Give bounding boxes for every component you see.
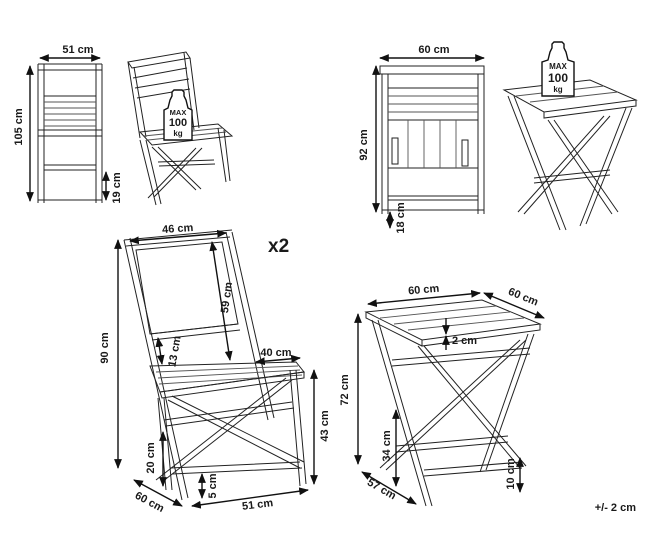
- chair-back-width-label: 46 cm: [162, 222, 194, 236]
- sketch-chair-width-dim: 51 cm: [39, 44, 101, 62]
- chair-back-height-dim: 59 cm: [209, 241, 235, 361]
- chair-total-height-label: 90 cm: [99, 332, 111, 363]
- sketch-chair-gap-label: 19 cm: [111, 172, 123, 203]
- sketch-chair-front: [37, 63, 103, 203]
- table-brace-height-dim: 34 cm: [381, 409, 400, 487]
- sketch-chair-gap-dim: 19 cm: [102, 171, 123, 204]
- weight-badge-table-line1: MAX: [549, 62, 567, 71]
- chair-rail-height-dim: 20 cm: [145, 431, 167, 487]
- chair-seat-depth-label: 40 cm: [260, 347, 291, 359]
- table-total-height-label: 72 cm: [339, 374, 351, 405]
- weight-badge-table-line3: kg: [553, 85, 562, 94]
- chair-seat-depth-dim: 40 cm: [255, 347, 301, 366]
- weight-badge-chair: MAX 100 kg: [163, 89, 193, 141]
- sketch-table-height-label: 92 cm: [358, 129, 370, 160]
- table-top-edge-label: 2 cm: [452, 335, 477, 347]
- tolerance-note: +/- 2 cm: [595, 502, 636, 514]
- quantity-label: x2: [268, 236, 289, 257]
- table-top-depth-label: 60 cm: [506, 286, 540, 309]
- chair-slat-gap-label: 13 cm: [166, 335, 183, 368]
- sketch-table-gap-label: 18 cm: [395, 202, 407, 233]
- weight-badge-table-line2: 100: [548, 71, 568, 85]
- chair-foot-height-dim: 5 cm: [198, 473, 219, 499]
- chair-width-dim: 51 cm: [191, 487, 309, 513]
- chair-depth-label: 60 cm: [133, 490, 166, 515]
- weight-badge-table: MAX 100 kg: [541, 41, 575, 97]
- weight-badge-chair-line2: 100: [169, 117, 187, 129]
- sketch-table-height-dim: 92 cm: [358, 65, 380, 213]
- chair-foot-height-label: 5 cm: [207, 473, 219, 498]
- chair-back-width-dim: 46 cm: [129, 222, 227, 245]
- chair-seat-height-label: 43 cm: [319, 410, 331, 441]
- sketch-table-gap-dim: 18 cm: [386, 202, 407, 234]
- sketch-table-perspective: [502, 79, 638, 231]
- table-top-width-dim: 60 cm: [367, 283, 481, 308]
- weight-badge-chair-line3: kg: [173, 129, 182, 138]
- chair-seat-height-dim: 43 cm: [310, 369, 331, 485]
- chair-depth-dim: 60 cm: [133, 479, 183, 515]
- sketch-chair-height-label: 105 cm: [13, 108, 25, 146]
- table-foot-height-label: 10 cm: [505, 458, 517, 489]
- sketch-table-folded: [379, 65, 485, 214]
- chair-total-height-dim: 90 cm: [99, 239, 122, 469]
- sketch-chair-height-dim: 105 cm: [13, 65, 34, 202]
- table-depth-folded-dim: 57 cm: [361, 471, 417, 505]
- table-depth-folded-label: 57 cm: [365, 476, 398, 502]
- table-foot-height-dim: 10 cm: [505, 457, 524, 493]
- weight-badge-chair-line1: MAX: [170, 108, 187, 117]
- sketch-table-width-dim: 60 cm: [379, 44, 485, 62]
- sketch-chair-width-label: 51 cm: [62, 44, 93, 56]
- table-brace-height-label: 34 cm: [381, 430, 393, 461]
- table-total-height-dim: 72 cm: [339, 313, 362, 465]
- table-top-edge-dim: 2 cm: [442, 318, 477, 350]
- chair-back-height-label: 59 cm: [219, 281, 235, 314]
- chair-width-label: 51 cm: [241, 497, 274, 513]
- sketch-table-width-label: 60 cm: [418, 44, 449, 56]
- table-top-width-label: 60 cm: [408, 283, 440, 298]
- chair-slat-gap-dim: 13 cm: [155, 335, 184, 368]
- chair-rail-height-label: 20 cm: [145, 442, 157, 473]
